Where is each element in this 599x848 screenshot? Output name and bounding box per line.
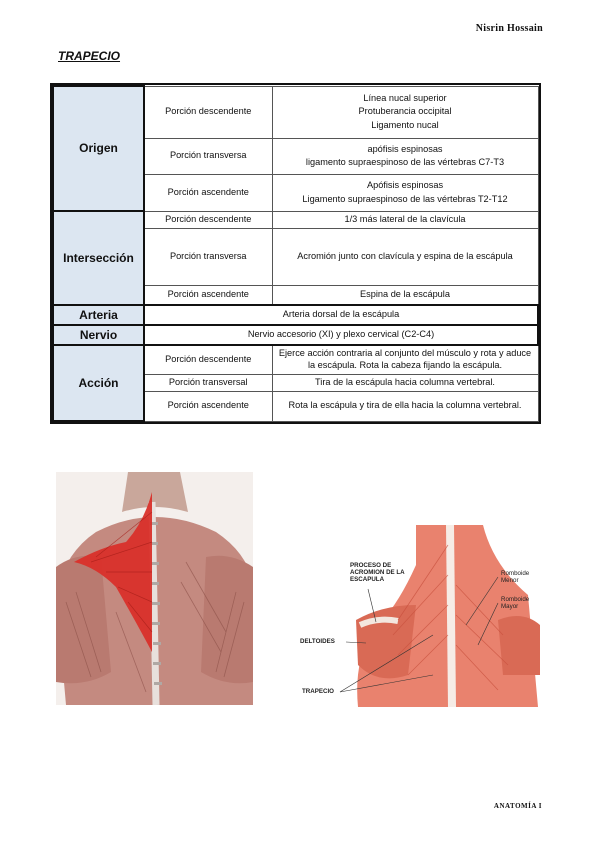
portion-cell: Porción descendente: [143, 85, 273, 139]
value-line: Protuberancia occipital: [358, 106, 452, 117]
portion-cell: Porción descendente: [143, 210, 273, 229]
table-row: Acción Porción descendente Ejerce acción…: [52, 344, 539, 422]
value-cell: Ejerce acción contraria al conjunto del …: [271, 344, 539, 375]
table-row: Arteria Arteria dorsal de la escápula: [52, 304, 539, 326]
value-line: apófisis espinosas: [367, 143, 443, 154]
row-header-accion: Acción: [52, 344, 145, 422]
value-line: Apófisis espinosas: [366, 180, 444, 190]
row-header-insercion: Intersección: [52, 210, 145, 306]
portion-cell: Porción transversa: [143, 137, 273, 175]
value-cell: Apófisis espinosas Ligamento supraespino…: [271, 173, 539, 212]
value-cell: Acromión junto con clavícula y espina de…: [271, 227, 539, 286]
portion-cell: Porción transversa: [143, 227, 273, 286]
label-trapecio: TRAPECIO: [302, 688, 334, 695]
table-row: Porción ascendente Espina de la escápula: [53, 284, 539, 306]
value-line: Línea nucal superior: [363, 92, 447, 103]
portion-cell: Porción ascendente: [143, 284, 273, 306]
value-cell: Tira de la escápula hacia columna verteb…: [271, 373, 539, 392]
value-cell: 1/3 más lateral de la clavícula: [271, 210, 539, 229]
portion-cell: Porción ascendente: [143, 390, 273, 422]
portion-cell: Porción transversal: [143, 373, 273, 392]
value-line: ligamento supraespinoso de las vértebras…: [305, 157, 505, 167]
label-romboide-mayor: Romboide Mayor: [501, 596, 530, 611]
table-row: Porción ascendente Rota la escápula y ti…: [53, 390, 539, 422]
page-title: TRAPECIO: [58, 49, 121, 63]
value-cell: Nervio accesorio (XI) y plexo cervical (…: [143, 324, 539, 346]
table-row: Porción transversal Tira de la escápula …: [53, 373, 539, 392]
trapecio-table: Origen Porción descendente Línea nucal s…: [50, 83, 541, 424]
value-cell: Rota la escápula y tira de ella hacia la…: [271, 390, 539, 422]
portion-cell: Porción ascendente: [143, 173, 273, 212]
trapezius-back-illustration: [56, 472, 253, 705]
row-header-arteria: Arteria: [52, 304, 145, 326]
author-name: Nisrin Hossain: [475, 23, 543, 34]
table-row: Origen Porción descendente Línea nucal s…: [52, 85, 539, 212]
value-line: Ligamento supraespinoso de las vértebras…: [302, 193, 508, 204]
trapezius-labeled-illustration: PROCESO DE ACROMION DE LA ESCAPULA DELTO…: [298, 525, 540, 707]
value-cell: Línea nucal superior Protuberancia occip…: [271, 85, 539, 139]
value-line: Ligamento nucal: [371, 119, 439, 130]
value-cell: Arteria dorsal de la escápula: [143, 304, 539, 326]
footer-label: ANATOMÍA I: [493, 802, 542, 810]
row-header-nervio: Nervio: [52, 324, 145, 346]
table-row: Porción transversa Acromión junto con cl…: [53, 227, 539, 286]
row-header-origen: Origen: [52, 85, 145, 212]
portion-cell: Porción descendente: [143, 344, 273, 375]
label-romboide-menor: Romboide Menor: [501, 570, 530, 585]
table-row: Intersección Porción descendente 1/3 más…: [52, 210, 539, 306]
value-cell: apófisis espinosas ligamento supraespino…: [271, 137, 539, 175]
table-row: Nervio Nervio accesorio (XI) y plexo cer…: [52, 324, 539, 346]
value-cell: Espina de la escápula: [271, 284, 539, 306]
label-deltoides: DELTOIDES: [300, 638, 335, 645]
label-acromion: PROCESO DE ACROMION DE LA ESCAPULA: [350, 562, 405, 584]
table-row: Porción ascendente Apófisis espinosas Li…: [53, 173, 539, 212]
